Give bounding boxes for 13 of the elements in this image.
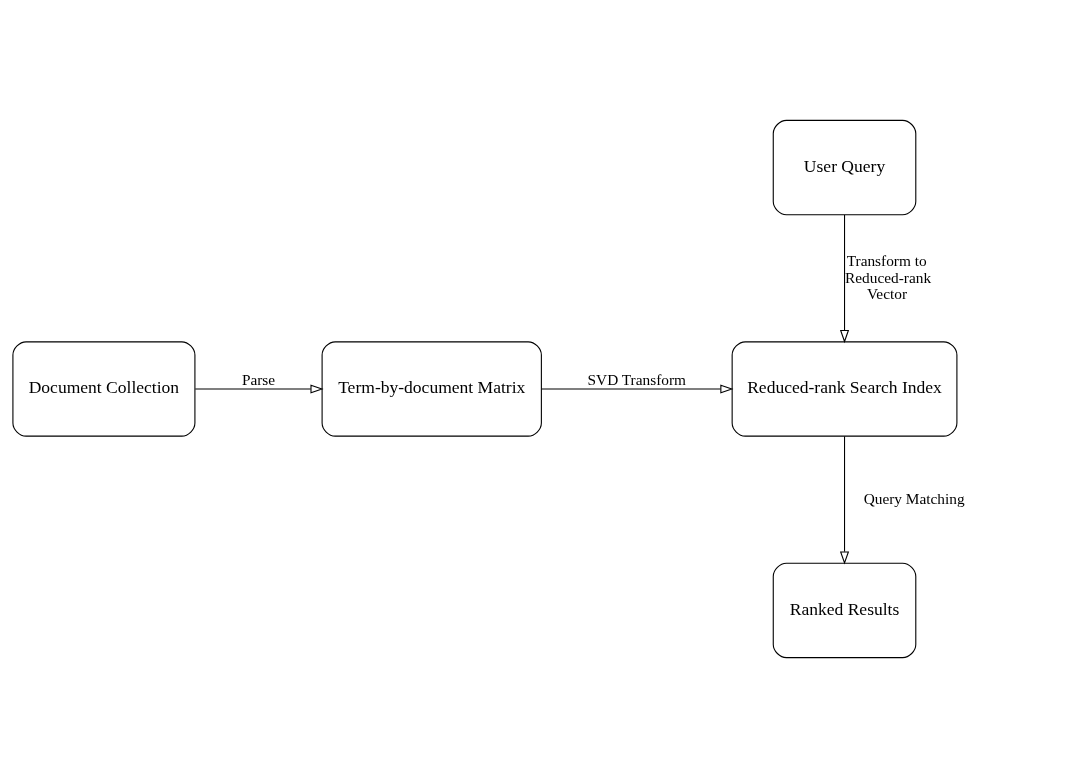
edge-label: SVD Transform [587, 370, 686, 388]
edge-label: Query Matching [863, 490, 965, 508]
edge-label: Transform to Reduced-rank Vector [845, 252, 932, 303]
node-box: Ranked Results [772, 562, 917, 659]
node-box: Reduced-rank Search Index [731, 341, 958, 437]
arrow [839, 214, 850, 344]
edge-label: Parse [241, 370, 276, 388]
arrow [541, 384, 734, 394]
node-box: Term-by-document Matrix [321, 341, 542, 437]
node-box: Document Collection [12, 341, 196, 437]
arrow [194, 384, 324, 394]
arrow [839, 435, 850, 565]
node-box: User Query [772, 119, 917, 216]
